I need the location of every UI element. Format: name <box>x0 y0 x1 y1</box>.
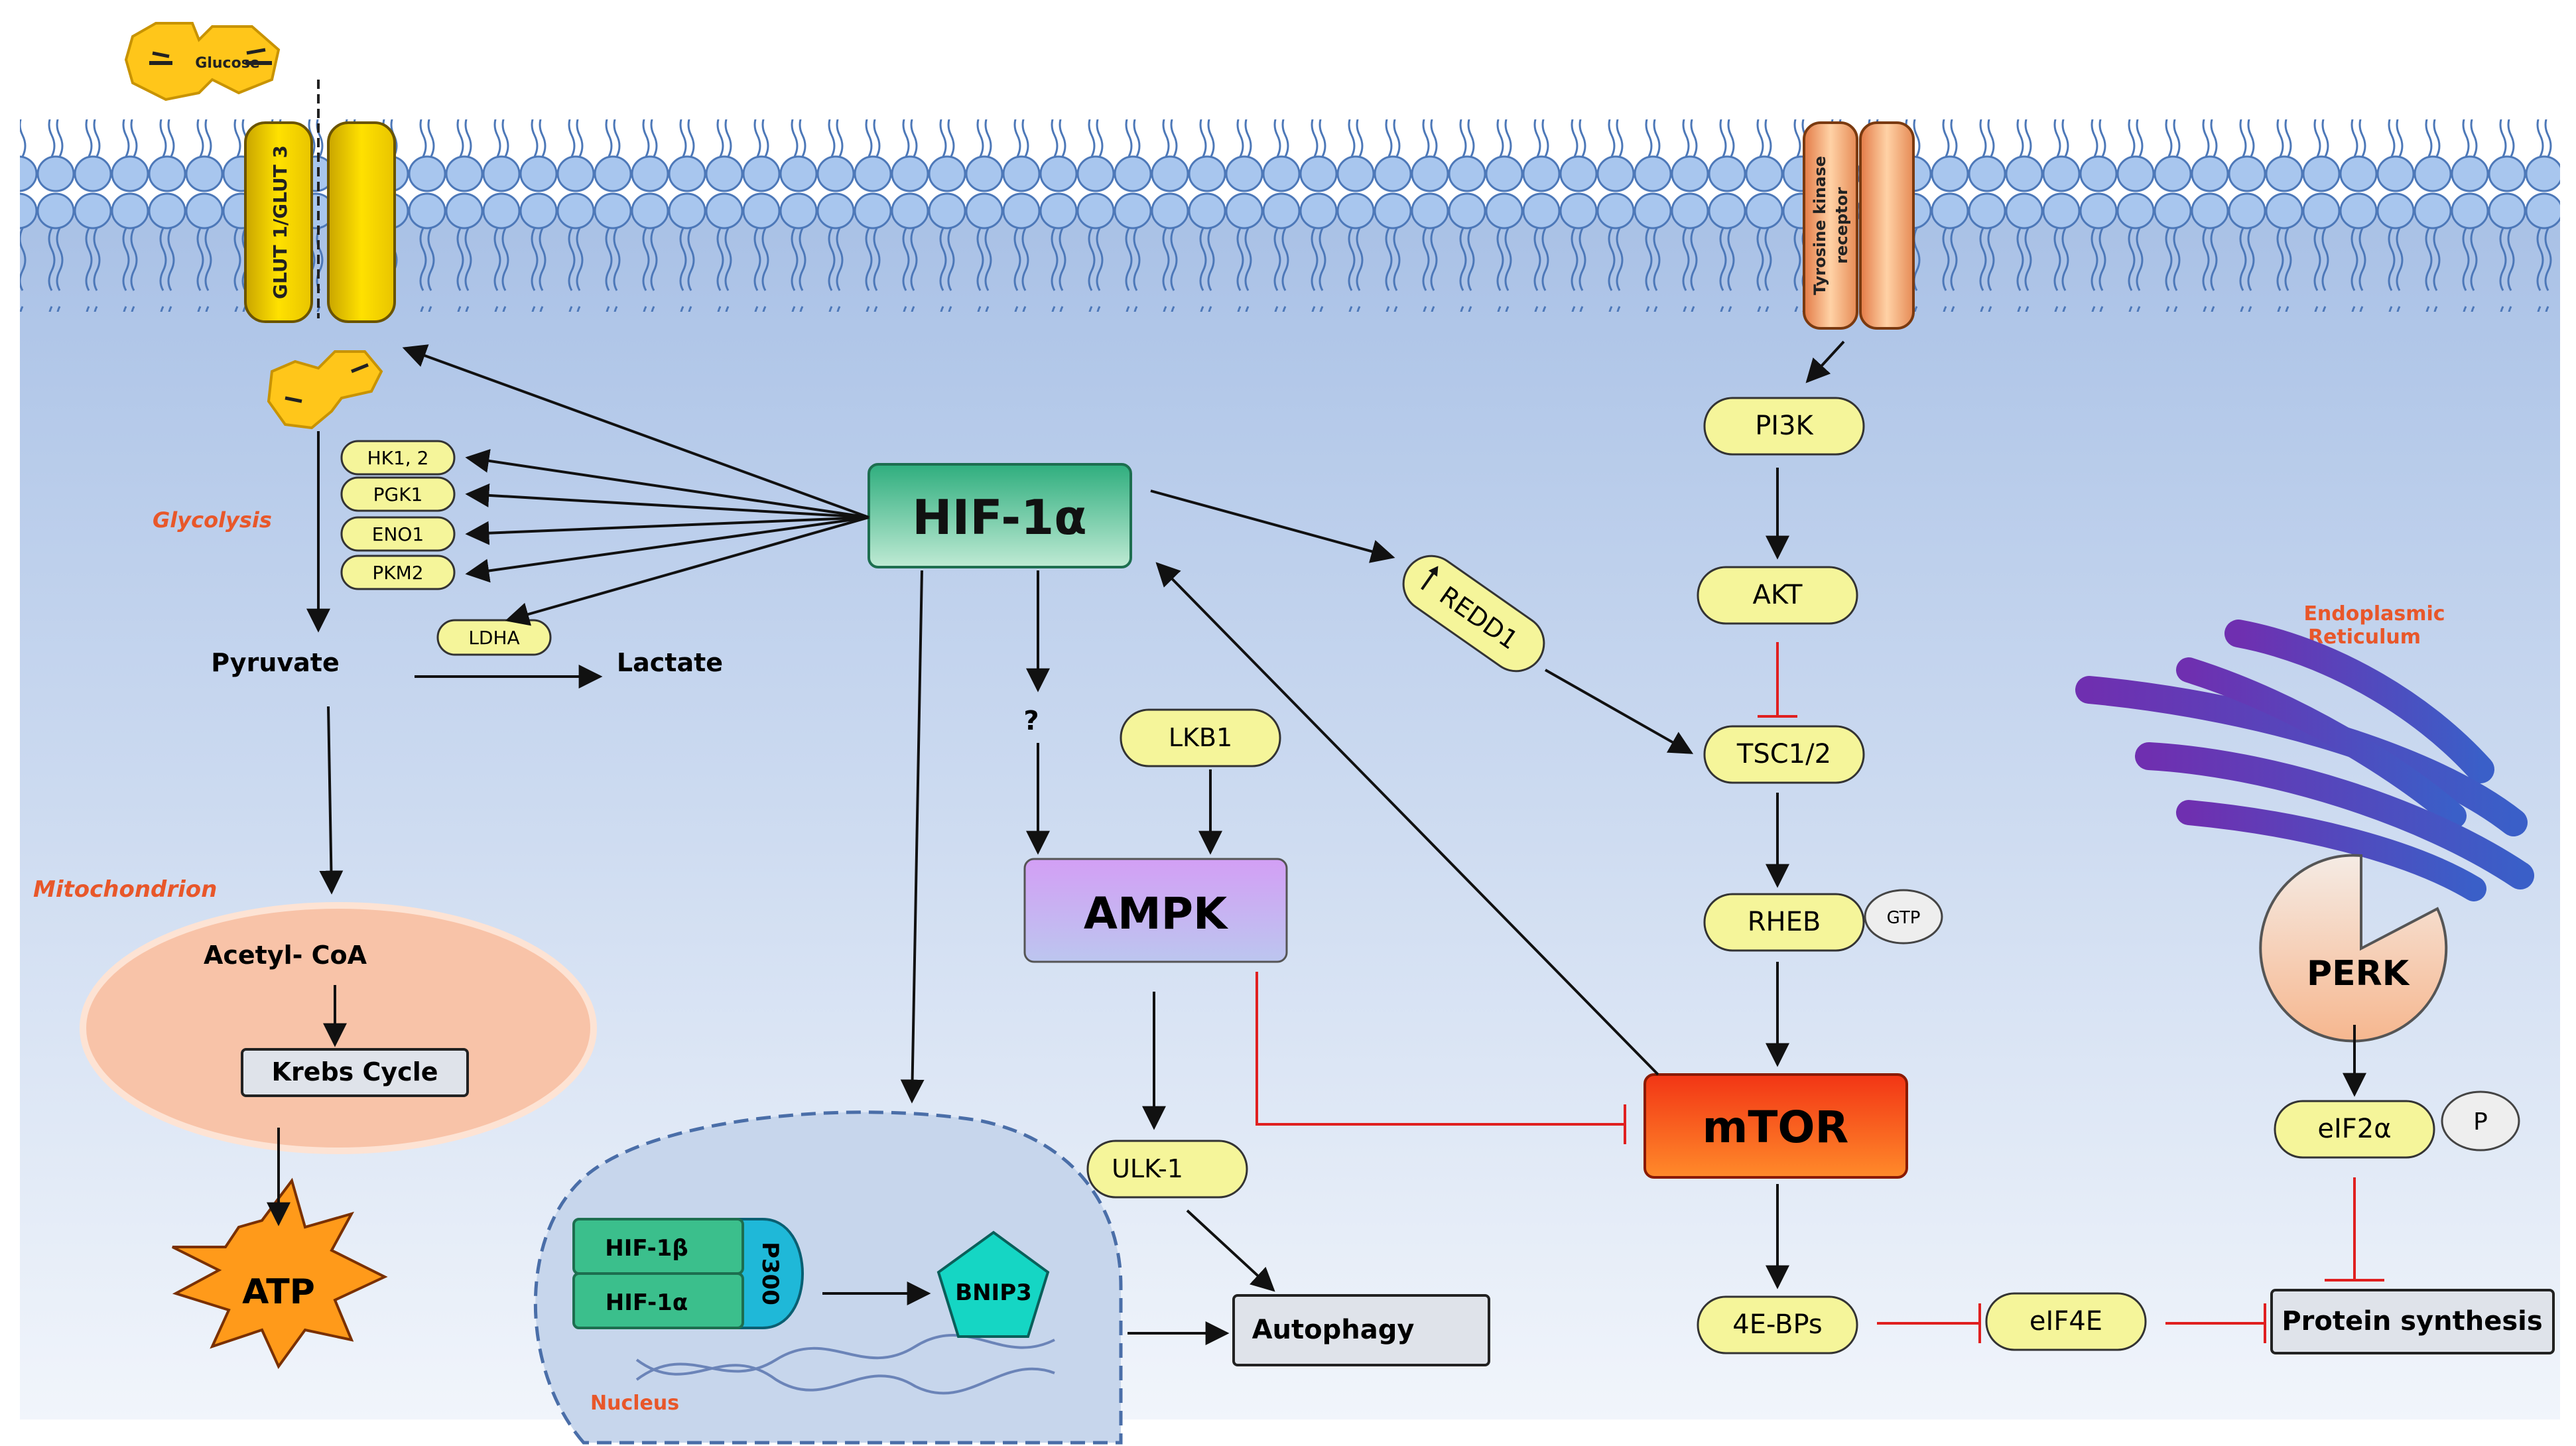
svg-text:RHEB: RHEB <box>1748 907 1821 937</box>
krebs-cycle-box: Krebs Cycle <box>241 1048 469 1097</box>
p300-complex: P300 HIF-1β HIF-1α <box>572 1218 804 1329</box>
glucose-label: Glucose <box>195 55 259 72</box>
er-label-line1: Endoplasmic <box>2303 602 2445 625</box>
activation-arrows <box>267 340 2366 1345</box>
svg-text:AKT: AKT <box>1753 580 1803 610</box>
svg-text:ENO1: ENO1 <box>372 523 424 545</box>
svg-text:P: P <box>2473 1108 2488 1136</box>
nucleus-label: Nucleus <box>590 1392 679 1415</box>
protein-synthesis-box: Protein synthesis <box>2270 1289 2555 1354</box>
pyruvate-label: Pyruvate <box>211 648 339 677</box>
svg-text:PGK1: PGK1 <box>373 484 423 505</box>
tsc-node: TSC1/2 <box>1703 725 1865 784</box>
perk-node: PERK <box>2259 854 2448 1043</box>
svg-text:mTOR: mTOR <box>1703 1102 1849 1153</box>
acetyl-coa-label: Acetyl- CoA <box>204 941 367 970</box>
receptor-label-line1: Tyrosine kinase <box>1811 156 1829 295</box>
enzyme-pkm2: PKM2 <box>340 555 456 590</box>
svg-text:4E-BPs: 4E-BPs <box>1732 1309 1822 1340</box>
tyrosine-kinase-receptor: Tyrosine kinase receptor <box>1803 121 1915 330</box>
enzyme-pgk1: PGK1 <box>340 476 456 512</box>
svg-text:HIF-1α: HIF-1α <box>912 490 1086 545</box>
svg-text:Protein synthesis: Protein synthesis <box>2282 1306 2542 1337</box>
gtp-node: GTP <box>1864 889 1943 945</box>
autophagy-box: Autophagy <box>1232 1294 1490 1366</box>
svg-text:ATP: ATP <box>242 1272 315 1312</box>
svg-text:HIF-1α: HIF-1α <box>606 1289 688 1316</box>
intracellular-glucose <box>267 350 383 430</box>
svg-text:P300: P300 <box>757 1242 783 1305</box>
enzyme-ldha: LDHA <box>436 619 552 656</box>
svg-text:eIF4E: eIF4E <box>2029 1306 2102 1337</box>
glut-transporter: GLUT 1/GLUT 3 <box>244 121 396 323</box>
4ebps-node: 4E-BPs <box>1697 1295 1858 1354</box>
svg-text:Krebs Cycle: Krebs Cycle <box>272 1057 438 1086</box>
hif-1a-node: HIF-1α <box>868 463 1132 568</box>
svg-text:HIF-1β: HIF-1β <box>605 1235 688 1262</box>
enzyme-eno1: ENO1 <box>340 516 456 552</box>
dna-strand <box>635 1334 1055 1381</box>
svg-text:Autophagy: Autophagy <box>1252 1315 1415 1345</box>
mitochondrion-label: Mitochondrion <box>33 876 217 903</box>
svg-text:GTP: GTP <box>1887 908 1921 928</box>
endoplasmic-reticulum <box>2075 620 2534 901</box>
eif2a-node: eIF2α <box>2274 1100 2435 1159</box>
svg-text:ULK-1: ULK-1 <box>1112 1154 1183 1183</box>
glucose-molecule: Glucose <box>124 22 281 101</box>
svg-text:eIF2α: eIF2α <box>2317 1114 2391 1144</box>
svg-text:BNIP3: BNIP3 <box>955 1280 1032 1306</box>
akt-node: AKT <box>1697 566 1858 625</box>
glut-label: GLUT 1/GLUT 3 <box>269 145 291 299</box>
svg-text:AMPK: AMPK <box>1084 888 1229 939</box>
svg-text:LDHA: LDHA <box>468 627 519 649</box>
inhibition-lines <box>1256 642 2384 1343</box>
svg-text:PKM2: PKM2 <box>372 562 423 584</box>
cytoplasm <box>20 212 2560 1419</box>
svg-text:LKB1: LKB1 <box>1169 723 1232 752</box>
ulk1-node: ULK-1 <box>1086 1140 1248 1199</box>
svg-text:PERK: PERK <box>2307 954 2410 994</box>
pi3k-node: PI3K <box>1703 397 1865 456</box>
phosphate-node: P <box>2441 1090 2520 1151</box>
atp-star: ATP <box>172 1177 388 1369</box>
bnip3-node: BNIP3 <box>936 1230 1050 1338</box>
er-label-line2: Reticulum <box>2308 625 2421 649</box>
lkb1-node: LKB1 <box>1120 708 1281 767</box>
ampk-node: AMPK <box>1023 858 1288 963</box>
nucleus <box>533 1110 1123 1445</box>
glycolysis-label: Glycolysis <box>153 507 272 533</box>
svg-text:PI3K: PI3K <box>1755 411 1814 441</box>
enzyme-hk: HK1, 2 <box>340 440 456 476</box>
receptor-label-line2: receptor <box>1833 187 1851 264</box>
svg-text:TSC1/2: TSC1/2 <box>1736 739 1831 769</box>
lactate-label: Lactate <box>617 648 723 677</box>
mtor-node: mTOR <box>1643 1073 1908 1179</box>
svg-text:HK1, 2: HK1, 2 <box>367 447 429 469</box>
dna-strand-2 <box>635 1358 1055 1395</box>
question-mark: ? <box>1023 706 1039 736</box>
rheb-node: RHEB <box>1703 893 1865 952</box>
eif4e-node: eIF4E <box>1985 1292 2147 1351</box>
cell-membrane <box>20 119 2560 312</box>
